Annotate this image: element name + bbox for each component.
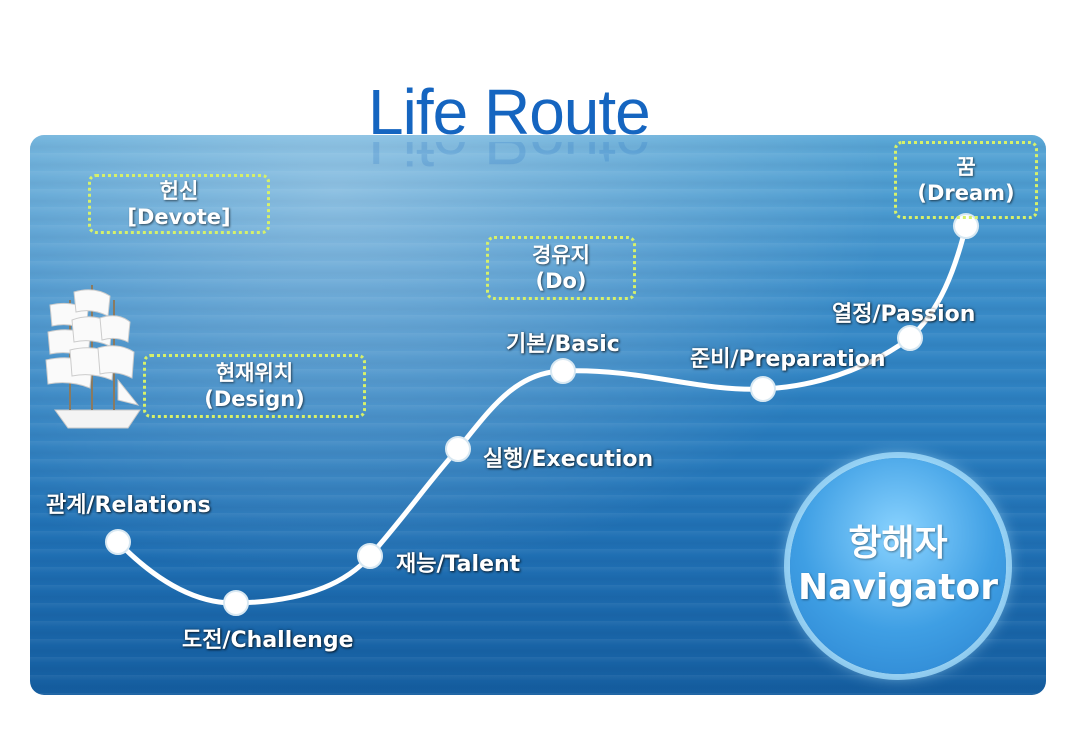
node-talent: [357, 543, 383, 569]
node-basic: [550, 358, 576, 384]
node-dream: [953, 213, 979, 239]
sailing-ship-icon: [45, 285, 141, 429]
navigator-ko: 항해자: [848, 523, 948, 564]
node-relations: [105, 529, 131, 555]
devote-box: 헌신 [Devote]: [88, 174, 270, 234]
ocean-background: [30, 135, 1046, 695]
node-passion: [897, 325, 923, 351]
devote-ko: 헌신: [159, 179, 199, 203]
devote-en: [Devote]: [127, 205, 231, 229]
do-box: 경유지 (Do): [486, 236, 636, 300]
do-en: (Do): [535, 269, 587, 293]
design-box: 현재위치 (Design): [143, 354, 366, 418]
node-preparation: [750, 376, 776, 402]
design-ko: 현재위치: [215, 361, 294, 385]
node-challenge: [223, 590, 249, 616]
life-route-curve: [115, 223, 969, 606]
navigator-en: Navigator: [798, 567, 998, 608]
label-challenge: 도전/Challenge: [182, 628, 354, 653]
title-reflection: Life Route: [368, 142, 650, 178]
dream-en: (Dream): [917, 181, 1015, 205]
label-execution: 실행/Execution: [483, 447, 654, 472]
page-title: Life Route: [368, 76, 651, 148]
navigator-badge: 항해자 Navigator: [790, 458, 1006, 674]
dream-box: 꿈 (Dream): [894, 141, 1038, 219]
label-relations: 관계/Relations: [46, 493, 211, 518]
label-talent: 재능/Talent: [396, 552, 521, 577]
dream-ko: 꿈: [956, 155, 976, 179]
do-ko: 경유지: [532, 243, 590, 267]
label-preparation: 준비/Preparation: [690, 347, 886, 372]
label-passion: 열정/Passion: [832, 302, 976, 327]
node-execution: [445, 436, 471, 462]
label-basic: 기본/Basic: [506, 332, 620, 357]
design-en: (Design): [204, 387, 305, 411]
